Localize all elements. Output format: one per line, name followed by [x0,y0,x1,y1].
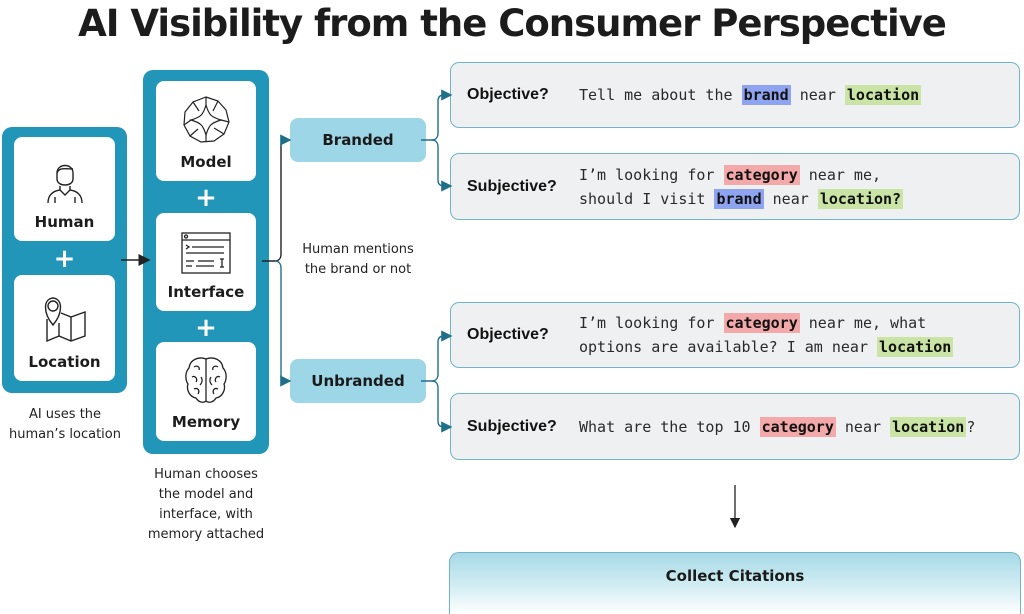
model-logo-icon [183,96,230,143]
unbranded-pill: Unbranded [290,359,426,403]
caption-line: human’s location [9,427,121,442]
caption-line: the brand or not [304,262,412,277]
query-line: I’m looking for category near me, what [579,311,953,335]
interface-card: Interface [156,213,256,311]
card-label: Human [34,213,95,231]
card-label: Interface [167,283,245,301]
plus-icon: + [53,244,76,274]
query-line: should I visit brand near location? [579,187,904,211]
brand-highlight: brand [714,188,764,209]
model-interface-memory-panel: Model + Interface + Memory [143,70,269,454]
query-segment: near [763,189,818,208]
branch-caption: Human mentions the brand or not [288,240,428,280]
query-segment: options are available? I am near [579,338,878,356]
caption-line: the model and [158,487,254,502]
category-highlight: category [723,164,800,185]
query-segment: I’m looking for [579,165,724,184]
card-label: Location [28,353,101,371]
middle-caption: Human chooses the model and interface, w… [131,465,281,545]
query-segment: near [835,417,891,436]
collect-citations-box: Collect Citations [449,552,1021,614]
caption-line: Human mentions [302,242,414,257]
query-text: I’m looking for category near me,should … [579,163,904,211]
arrow-branded-subjective [431,139,453,192]
caption-line: memory attached [147,527,265,542]
unbranded-objective-box: Objective? I’m looking for category near… [450,302,1020,368]
query-segment: I’m looking for [579,314,724,332]
left-caption: AI uses the human’s location [0,405,130,445]
branded-pill: Branded [290,118,426,162]
arrow-to-branded [280,134,292,147]
card-label: Memory [171,413,241,431]
page-title: AI Visibility from the Consumer Perspect… [78,2,947,45]
query-segment: ? [966,417,976,436]
query-line: What are the top 10 category near locati… [579,415,975,439]
card-label: Model [180,153,232,171]
branded-objective-box: Objective? Tell me about the brand near … [450,62,1020,128]
query-segment: near [790,86,845,104]
query-text: What are the top 10 category near locati… [579,415,975,439]
model-card: Model [156,81,256,181]
category-highlight: category [759,416,836,437]
branded-subjective-box: Subjective? I’m looking for category nea… [450,153,1020,220]
arrow-unbranded-subjective [431,380,453,433]
caption-line: Human chooses [154,467,258,482]
location-highlight: location [844,85,922,105]
location-card: Location [14,275,115,381]
map-pin-icon [44,297,86,343]
caption-line: interface, with [159,507,253,522]
query-segment: near me, [799,165,882,184]
brand-highlight: brand [741,85,791,105]
plus-icon: + [195,183,217,213]
caption-line: AI uses the [28,407,102,422]
query-line: options are available? I am near locatio… [579,335,954,359]
person-icon [46,164,83,204]
brain-icon [185,357,227,403]
query-type-label: Objective? [467,86,549,103]
query-segment: What are the top 10 [579,417,760,436]
query-type-label: Subjective? [467,177,557,195]
interface-window-icon [181,232,231,274]
query-type-label: Subjective? [467,417,557,435]
query-text: Tell me about the brand near location [579,83,922,107]
query-line: I’m looking for category near me, [579,163,903,187]
query-line: Tell me about the brand near location [579,83,922,107]
query-type-label: Objective? [467,326,549,343]
category-highlight: category [723,313,800,333]
location-highlight: location [890,416,967,437]
query-segment: Tell me about the [579,86,742,104]
query-segment: near me, what [799,314,927,332]
memory-card: Memory [156,342,256,441]
query-segment: should I visit [579,189,715,208]
human-location-panel: Human + Location [2,127,127,393]
plus-icon: + [195,313,217,343]
unbranded-subjective-box: Subjective? What are the top 10 category… [450,393,1020,460]
location-highlight: location [877,337,954,357]
location-highlight: location? [817,188,904,209]
human-card: Human [14,137,115,241]
